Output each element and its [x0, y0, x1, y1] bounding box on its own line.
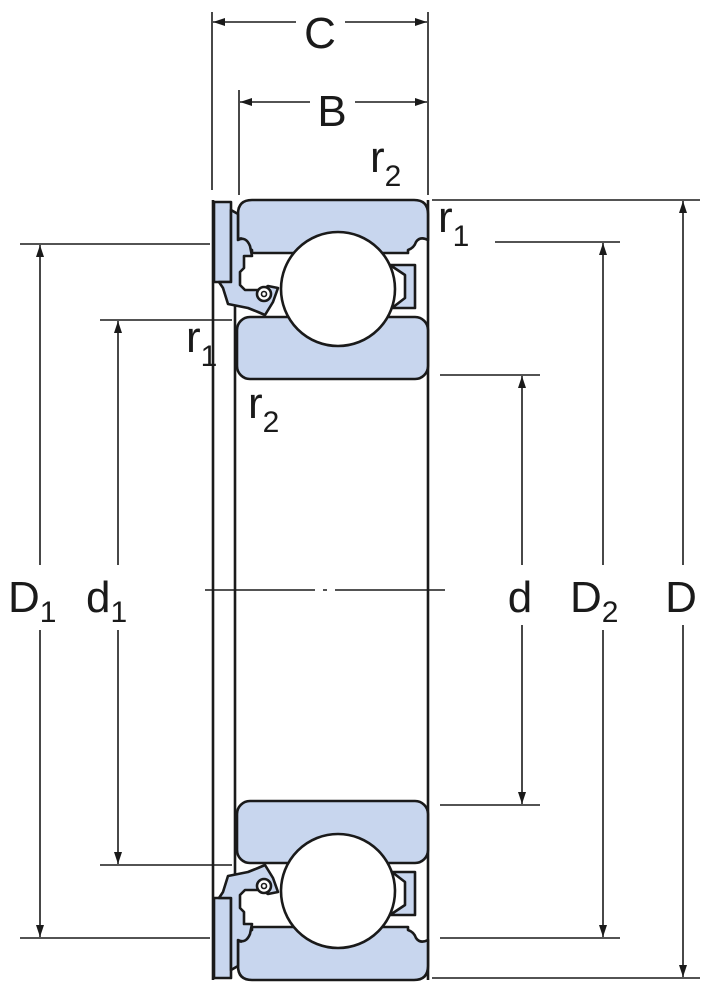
label-D1: D1	[8, 573, 56, 629]
label-D2: D2	[570, 573, 618, 629]
label-C: C	[304, 9, 336, 58]
label-B: B	[317, 87, 346, 136]
label-D: D	[665, 573, 697, 622]
label-r2-top: r2	[370, 133, 401, 193]
label-r1-top: r1	[438, 193, 469, 253]
upper-section	[212, 198, 430, 381]
label-r2-left: r2	[248, 379, 279, 439]
label-d1: d1	[86, 573, 127, 629]
lower-section	[212, 799, 430, 982]
extension-lines	[20, 12, 700, 979]
label-r1-left: r1	[186, 313, 217, 373]
label-d: d	[508, 573, 532, 622]
